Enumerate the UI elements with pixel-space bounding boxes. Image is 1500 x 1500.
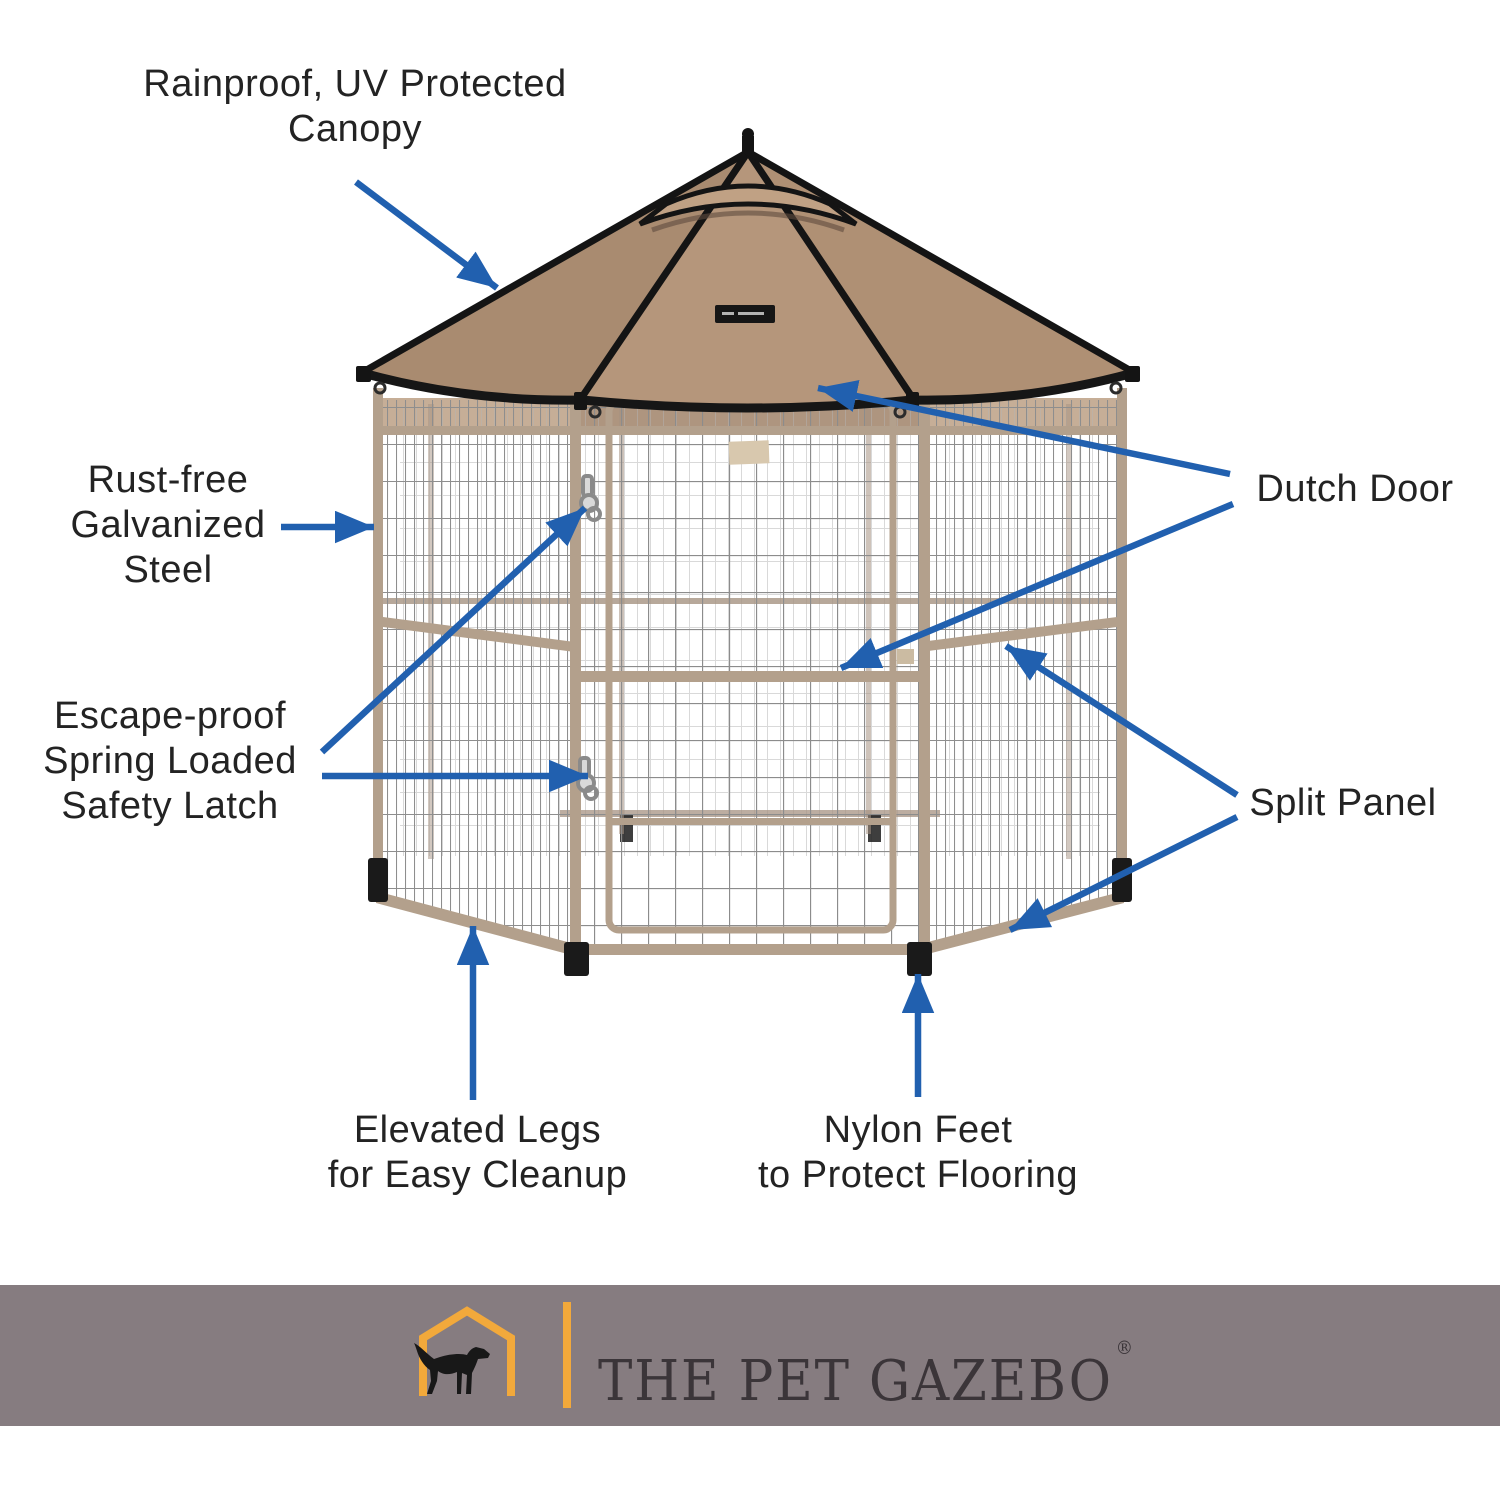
callout-line: Galvanized: [70, 504, 266, 547]
callout-legs: Elevated Legs for Easy Cleanup: [280, 1108, 675, 1198]
brand-banner: [0, 1285, 1500, 1426]
callout-line: Dutch Door: [1256, 468, 1454, 510]
callout-line: Escape-proof: [53, 695, 286, 737]
callout-dutch-door: Dutch Door: [1240, 467, 1470, 512]
registered-mark: ®: [1115, 1337, 1135, 1360]
callout-line: Canopy: [288, 108, 422, 151]
callout-canopy: Rainproof, UV Protected Canopy: [95, 62, 615, 152]
callout-steel: Rust-free Galvanized Steel: [23, 458, 313, 594]
callout-line: to Protect Flooring: [758, 1154, 1078, 1197]
callout-line: Elevated Legs: [353, 1109, 602, 1151]
callout-line: Steel: [123, 549, 213, 592]
callout-feet: Nylon Feet to Protect Flooring: [718, 1108, 1118, 1198]
callout-line: Split Panel: [1249, 782, 1437, 824]
callout-line: Nylon Feet: [823, 1109, 1013, 1151]
callout-split-panel: Split Panel: [1238, 781, 1448, 826]
brand-text: THE PET GAZEBO: [598, 1349, 1113, 1414]
callout-line: Spring Loaded: [43, 740, 297, 783]
callout-line: Safety Latch: [61, 785, 279, 828]
callout-line: Rainproof, UV Protected: [143, 63, 567, 105]
callout-line: for Easy Cleanup: [327, 1154, 628, 1197]
brand-name: THE PET GAZEBO®: [598, 1337, 1133, 1414]
callout-latch: Escape-proof Spring Loaded Safety Latch: [10, 694, 330, 830]
callout-line: Rust-free: [87, 459, 249, 501]
